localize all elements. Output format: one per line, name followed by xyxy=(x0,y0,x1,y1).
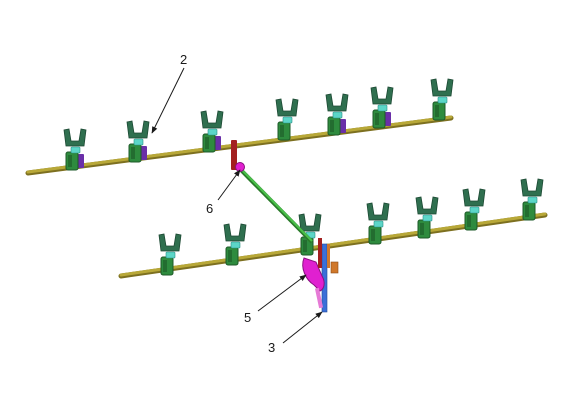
clip-unit xyxy=(430,78,454,121)
clip-unit xyxy=(520,178,544,221)
u-clip-bracket-icon xyxy=(462,188,486,207)
support-bar xyxy=(327,244,330,268)
hex-collar-icon xyxy=(78,154,84,168)
lower-shaft-assembly xyxy=(118,178,548,279)
u-clip-bracket-icon xyxy=(298,213,322,232)
clip-unit xyxy=(63,128,87,171)
clevis-red xyxy=(318,238,322,268)
hex-collar-icon xyxy=(385,112,391,126)
hub xyxy=(165,251,176,259)
actuator-stem xyxy=(314,287,324,309)
clip-unit xyxy=(126,120,150,163)
leader-line-3 xyxy=(282,311,323,344)
linkage xyxy=(231,140,314,244)
bracket-shade xyxy=(303,240,307,252)
u-clip-bracket-icon xyxy=(275,98,299,117)
hex-collar-icon xyxy=(215,136,221,150)
hub xyxy=(230,241,241,249)
u-clip-bracket-icon xyxy=(63,128,87,147)
clip-unit xyxy=(462,188,486,231)
hub xyxy=(469,206,480,214)
hub xyxy=(437,96,448,104)
hub xyxy=(373,220,384,228)
upper-clip-units xyxy=(63,78,454,171)
u-clip-bracket-icon xyxy=(158,233,182,252)
clip-unit xyxy=(366,202,390,245)
drive-arm xyxy=(231,140,237,170)
leader-line-5 xyxy=(257,274,307,312)
u-clip-bracket-icon xyxy=(415,196,439,215)
u-clip-bracket-icon xyxy=(223,223,247,242)
hub xyxy=(133,138,144,146)
actuator-assembly xyxy=(302,238,339,313)
bracket-shade xyxy=(420,223,424,235)
bracket-shade xyxy=(131,147,135,159)
bracket-shade xyxy=(280,125,284,137)
clip-unit xyxy=(200,110,224,153)
u-clip-bracket-icon xyxy=(366,202,390,221)
hub xyxy=(332,111,343,119)
bracket-shade xyxy=(68,155,72,167)
callout-5: 5 xyxy=(244,274,307,325)
bracket-shade xyxy=(163,260,167,272)
bracket-shade xyxy=(467,215,471,227)
u-clip-bracket-icon xyxy=(126,120,150,139)
hub xyxy=(282,116,293,124)
u-clip-bracket-icon xyxy=(325,93,349,112)
actuator-body xyxy=(302,257,325,292)
bracket-shade xyxy=(375,113,379,125)
bracket-shade xyxy=(371,229,375,241)
hub xyxy=(422,214,433,222)
callout-label-6: 6 xyxy=(206,201,213,216)
clip-unit xyxy=(223,223,247,266)
callout-2: 2 xyxy=(151,52,187,134)
callout-label-5: 5 xyxy=(244,310,251,325)
clip-unit xyxy=(158,233,182,276)
hub xyxy=(70,146,81,154)
hex-collar-icon xyxy=(141,146,147,160)
hub xyxy=(377,104,388,112)
bracket-shade xyxy=(228,250,232,262)
leader-line-2 xyxy=(151,67,185,134)
clip-unit xyxy=(415,196,439,239)
tie-rod-highlight xyxy=(238,166,313,242)
lower-clip-units xyxy=(158,178,544,276)
u-clip-bracket-icon xyxy=(520,178,544,197)
bracket-shade xyxy=(330,120,334,132)
u-clip-bracket-icon xyxy=(200,110,224,129)
leader-line-6 xyxy=(217,169,241,201)
upper-shaft-assembly xyxy=(25,78,454,176)
bracket-shade xyxy=(525,205,529,217)
clip-unit xyxy=(370,86,394,129)
bracket-shade xyxy=(435,105,439,117)
bracket-shade xyxy=(205,137,209,149)
callout-label-3: 3 xyxy=(268,340,275,355)
hub xyxy=(527,196,538,204)
clip-unit xyxy=(325,93,349,136)
hex-collar-icon xyxy=(340,119,346,133)
u-clip-bracket-icon xyxy=(370,86,394,105)
clip-unit xyxy=(275,98,299,141)
hub xyxy=(207,128,218,136)
callout-label-2: 2 xyxy=(180,52,187,67)
callout-6: 6 xyxy=(206,169,241,216)
u-clip-bracket-icon xyxy=(430,78,454,97)
callout-3: 3 xyxy=(268,311,323,355)
tab xyxy=(330,261,339,274)
